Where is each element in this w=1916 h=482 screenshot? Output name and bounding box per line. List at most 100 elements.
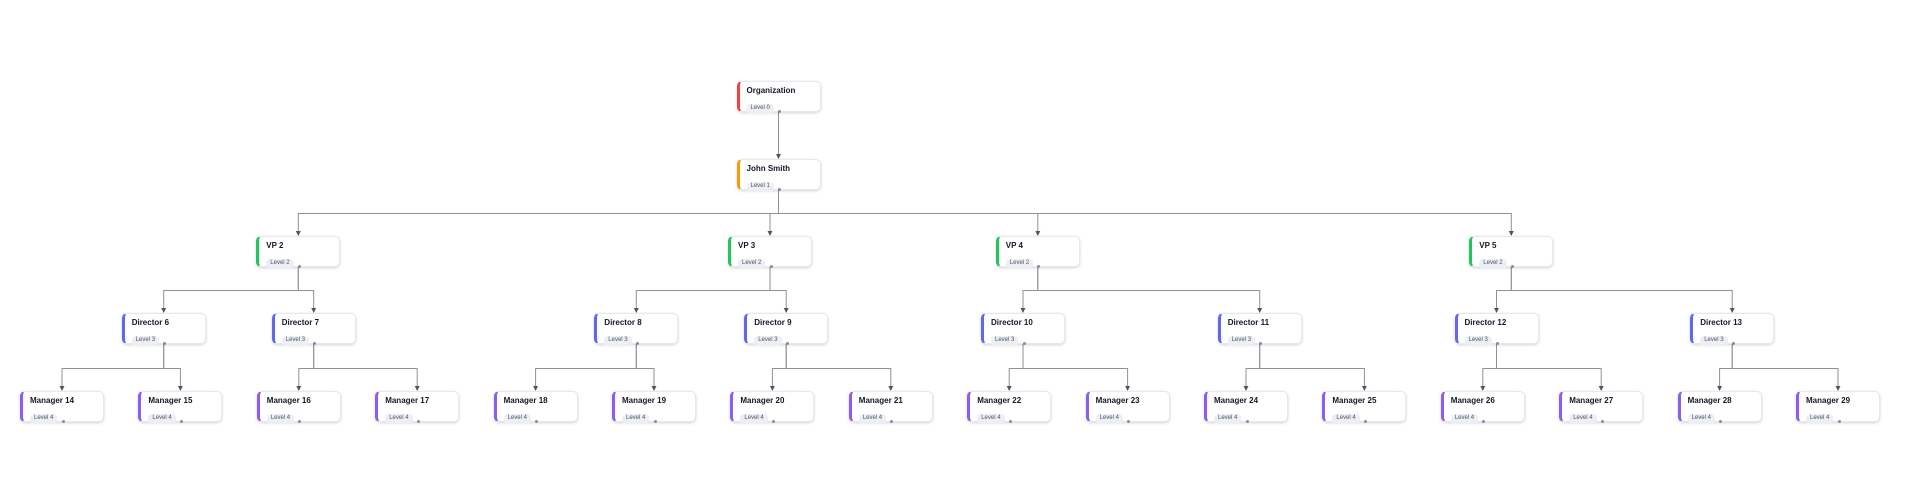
node-title: Director 12	[1464, 318, 1507, 327]
edge-vp5-d12	[1494, 267, 1512, 313]
bottom-handle-dot	[1719, 420, 1723, 423]
edge-d10-m23	[1022, 344, 1131, 391]
node-level-badge: Level 0	[746, 104, 774, 114]
org-node-m24[interactable]: Manager 24 Level 4	[1204, 391, 1288, 424]
node-title: Manager 15	[148, 396, 193, 405]
org-node-m20[interactable]: Manager 20 Level 4	[730, 391, 815, 424]
org-node-vp3[interactable]: VP 3 Level 2	[728, 236, 812, 269]
node-level-badge: Level 4	[1214, 414, 1242, 424]
org-node-m27[interactable]: Manager 27 Level 4	[1559, 391, 1644, 424]
org-node-m15[interactable]: Manager 15 Level 4	[138, 391, 223, 424]
org-node-m16[interactable]: Manager 16 Level 4	[256, 391, 341, 424]
org-node-john[interactable]: John Smith Level 1	[736, 159, 821, 192]
org-node-d9[interactable]: Director 9 Level 3	[744, 313, 829, 346]
node-title: Manager 14	[30, 396, 75, 405]
org-node-m23[interactable]: Manager 23 Level 4	[1085, 391, 1170, 424]
bottom-handle-dot	[163, 342, 167, 345]
node-title: Manager 22	[977, 396, 1022, 405]
edge-vp2-d6	[161, 267, 299, 313]
org-node-d12[interactable]: Director 12 Level 3	[1454, 313, 1539, 346]
edge-d13-m29	[1731, 344, 1841, 391]
node-title: John Smith	[746, 164, 791, 173]
node-title: Director 10	[991, 318, 1033, 327]
node-level-badge: Level 4	[148, 414, 176, 424]
org-node-m21[interactable]: Manager 21 Level 4	[848, 391, 933, 424]
edge-d11-m24	[1243, 344, 1261, 391]
node-title: Director 11	[1227, 318, 1270, 327]
node-level-badge: Level 4	[30, 414, 58, 424]
org-node-d11[interactable]: Director 11 Level 3	[1217, 313, 1302, 346]
org-node-org[interactable]: Organization Level 0	[736, 81, 821, 114]
node-level-badge: Level 4	[1806, 414, 1834, 424]
node-title: Manager 28	[1687, 396, 1732, 405]
org-node-m25[interactable]: Manager 25 Level 4	[1322, 391, 1407, 424]
bottom-handle-dot	[890, 420, 894, 423]
org-node-d7[interactable]: Director 7 Level 3	[271, 313, 356, 346]
node-title: VP 4	[1005, 241, 1023, 250]
bottom-handle-dot	[298, 420, 302, 423]
org-node-m29[interactable]: Manager 29 Level 4	[1796, 391, 1880, 424]
org-node-m22[interactable]: Manager 22 Level 4	[967, 391, 1052, 424]
node-level-badge: Level 4	[1569, 414, 1597, 424]
edge-john-vp3	[767, 190, 779, 236]
org-node-m18[interactable]: Manager 18 Level 4	[493, 391, 578, 424]
node-title: Manager 18	[503, 396, 548, 405]
node-title: Manager 16	[266, 396, 311, 405]
node-title: VP 5	[1479, 241, 1497, 250]
edge-d9-m20	[769, 344, 787, 391]
bottom-handle-dot	[771, 420, 775, 423]
org-node-m14[interactable]: Manager 14 Level 4	[20, 391, 104, 424]
org-node-vp2[interactable]: VP 2 Level 2	[256, 236, 341, 269]
node-title: Director 7	[281, 318, 320, 327]
edge-d11-m25	[1259, 344, 1367, 391]
edge-d6-m14	[59, 344, 165, 391]
bottom-handle-dot	[778, 110, 781, 113]
edge-d7-m17	[313, 344, 420, 391]
edge-d10-m22	[1006, 344, 1024, 391]
edge-john-vp2	[295, 190, 779, 236]
node-level-badge: Level 2	[1005, 259, 1034, 269]
bottom-handle-dot	[1259, 342, 1263, 345]
node-level-badge: Level 4	[385, 414, 413, 424]
edge-d12-m26	[1480, 344, 1497, 391]
edge-vp4-d10	[1020, 267, 1039, 313]
node-title: VP 2	[266, 241, 284, 250]
bottom-handle-dot	[1482, 420, 1486, 423]
node-level-badge: Level 2	[266, 259, 294, 269]
node-title: Director 8	[604, 318, 642, 327]
node-level-badge: Level 3	[991, 336, 1019, 346]
org-node-m28[interactable]: Manager 28 Level 4	[1677, 391, 1762, 424]
edge-d7-m16	[296, 344, 315, 391]
org-node-d10[interactable]: Director 10 Level 3	[981, 313, 1065, 346]
edge-d6-m15	[163, 344, 183, 391]
edge-vp3-d9	[769, 267, 789, 313]
node-level-badge: Level 1	[746, 182, 774, 192]
bottom-handle-dot	[785, 342, 789, 345]
edge-john-vp5	[778, 190, 1514, 236]
node-level-badge: Level 3	[1700, 336, 1728, 346]
org-node-d13[interactable]: Director 13 Level 3	[1690, 313, 1775, 346]
node-level-badge: Level 4	[1687, 414, 1715, 424]
node-title: Manager 20	[740, 396, 785, 405]
node-title: Manager 21	[858, 396, 903, 405]
org-node-d8[interactable]: Director 8 Level 3	[594, 313, 679, 346]
node-level-badge: Level 4	[503, 414, 531, 424]
edge-vp3-d8	[633, 267, 771, 313]
bottom-handle-dot	[1731, 342, 1735, 345]
org-node-m19[interactable]: Manager 19 Level 4	[612, 391, 696, 424]
node-level-badge: Level 4	[858, 414, 887, 424]
org-node-d6[interactable]: Director 6 Level 3	[121, 313, 206, 346]
node-title: Manager 26	[1450, 396, 1495, 405]
node-title: Director 13	[1700, 318, 1742, 327]
org-node-vp4[interactable]: VP 4 Level 2	[995, 236, 1080, 269]
org-node-m26[interactable]: Manager 26 Level 4	[1440, 391, 1525, 424]
org-node-vp5[interactable]: VP 5 Level 2	[1469, 236, 1554, 269]
bottom-handle-dot	[1600, 420, 1604, 423]
org-node-m17[interactable]: Manager 17 Level 4	[375, 391, 460, 424]
bottom-handle-dot	[535, 420, 539, 423]
bottom-handle-dot	[778, 188, 781, 191]
node-title: Manager 27	[1569, 396, 1614, 405]
node-title: Director 6	[131, 318, 170, 327]
node-level-badge: Level 3	[604, 336, 632, 346]
